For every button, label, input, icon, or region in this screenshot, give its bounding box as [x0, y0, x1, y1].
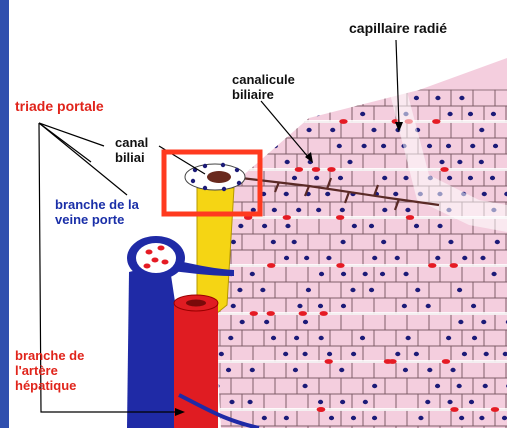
label-canalicule-line1: canalicule	[232, 72, 295, 87]
label-canal-line1: canal	[115, 135, 148, 150]
label-branche-artere-line2: l'artère	[15, 363, 58, 378]
label-branche-artere-line3: hépatique	[15, 378, 76, 393]
label-capillaire-radie: capillaire radié	[349, 21, 447, 36]
bile-duct-lumen	[207, 171, 231, 183]
diagram-canvas: capillaire radié canalicule biliaire tri…	[9, 0, 507, 428]
portal-vein-branch	[127, 262, 179, 428]
label-branche-veine-line1: branche de la	[55, 197, 139, 212]
label-canal-line2: biliai	[115, 150, 145, 165]
label-branche-artere-line1: branche de	[15, 348, 84, 363]
hepatocyte-plates	[199, 50, 507, 428]
label-canalicule-line2: biliaire	[232, 87, 274, 102]
label-branche-veine-line2: veine porte	[55, 212, 124, 227]
label-triade-portale: triade portale	[15, 99, 104, 114]
